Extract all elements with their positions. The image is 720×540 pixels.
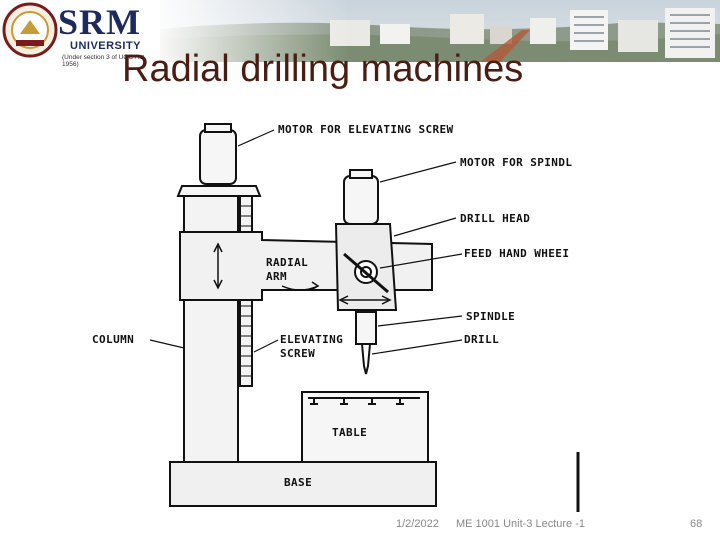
- label-drill: DRILL: [464, 333, 499, 346]
- label-feed-hand-wheel: FEED HAND WHEEI: [464, 247, 569, 260]
- label-motor-elevating-screw: MOTOR FOR ELEVATING SCREW: [278, 123, 454, 136]
- elevating-motor-shape: [199, 129, 237, 185]
- drill-bit-shape: [360, 343, 372, 375]
- label-radial-arm-line1: RADIAL: [266, 256, 308, 269]
- label-table: TABLE: [332, 426, 367, 439]
- header-campus-photo: [150, 0, 720, 62]
- spindle-shape: [355, 311, 377, 345]
- university-note: (Under section 3 of UGC Act, 1956): [62, 54, 146, 68]
- footer-course: ME 1001 Unit-3 Lecture -1: [456, 518, 586, 530]
- label-base: BASE: [284, 476, 312, 489]
- university-logo: SRM UNIVERSITY (Under section 3 of UGC A…: [0, 0, 160, 68]
- label-elevating-screw-line1: ELEVATING: [280, 333, 343, 346]
- table-shape: [301, 391, 429, 465]
- spindle-motor-shape: [343, 175, 379, 225]
- footer-page-number: 68: [690, 518, 703, 530]
- label-radial-arm-line2: ARM: [266, 270, 287, 283]
- label-spindle: SPINDLE: [466, 310, 515, 323]
- label-elevating-screw-line2: SCREW: [280, 347, 315, 360]
- slide-title: Radial drilling machines: [122, 48, 524, 90]
- footer-date: 1/2/2022: [396, 518, 439, 530]
- university-name: SRM: [58, 2, 141, 42]
- label-motor-spindle: MOTOR FOR SPINDL: [460, 156, 572, 169]
- label-column: COLUMN: [92, 333, 134, 346]
- label-drill-head: DRILL HEAD: [460, 212, 530, 225]
- university-seal-icon: [2, 2, 58, 58]
- base-shape: [169, 461, 437, 507]
- university-subtitle: UNIVERSITY: [70, 40, 142, 52]
